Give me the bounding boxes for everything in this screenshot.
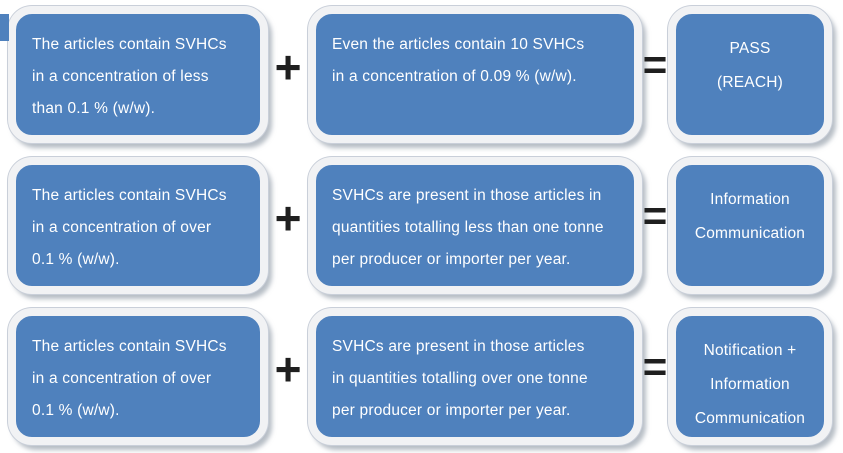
condition-box-quantity: Even the articles contain 10 SVHCs in a … xyxy=(308,6,642,143)
condition-box-concentration: The articles contain SVHCs in a concentr… xyxy=(8,157,268,294)
condition-box-concentration: The articles contain SVHCs in a concentr… xyxy=(8,6,268,143)
rule-row-notification: The articles contain SVHCs in a concentr… xyxy=(0,302,843,453)
result-text: PASS (REACH) xyxy=(717,40,783,91)
condition-box-quantity: SVHCs are present in those articles in q… xyxy=(308,308,642,445)
rule-row-pass: The articles contain SVHCs in a concentr… xyxy=(0,0,843,151)
result-text: Notification + Information Communication xyxy=(694,342,806,427)
condition-text: Even the articles contain 10 SVHCs in a … xyxy=(332,36,585,85)
condition-text: The articles contain SVHCs in a concentr… xyxy=(32,36,227,117)
result-text: Information Communication xyxy=(694,191,806,242)
equals-icon: = xyxy=(642,40,668,88)
plus-icon: + xyxy=(274,342,302,395)
condition-box-quantity: SVHCs are present in those articles in q… xyxy=(308,157,642,294)
equals-icon: = xyxy=(642,191,668,239)
clipped-box-fragment xyxy=(0,14,9,41)
plus-icon: + xyxy=(274,191,302,244)
equals-icon: = xyxy=(642,342,668,390)
plus-icon: + xyxy=(274,40,302,93)
condition-text: The articles contain SVHCs in a concentr… xyxy=(32,338,227,419)
result-box: PASS (REACH) xyxy=(668,6,832,143)
condition-box-concentration: The articles contain SVHCs in a concentr… xyxy=(8,308,268,445)
condition-text: The articles contain SVHCs in a concentr… xyxy=(32,187,227,268)
result-box: Information Communication xyxy=(668,157,832,294)
rule-row-information: The articles contain SVHCs in a concentr… xyxy=(0,151,843,302)
result-box: Notification + Information Communication xyxy=(668,308,832,445)
condition-text: SVHCs are present in those articles in q… xyxy=(332,187,604,268)
condition-text: SVHCs are present in those articles in q… xyxy=(332,338,588,419)
